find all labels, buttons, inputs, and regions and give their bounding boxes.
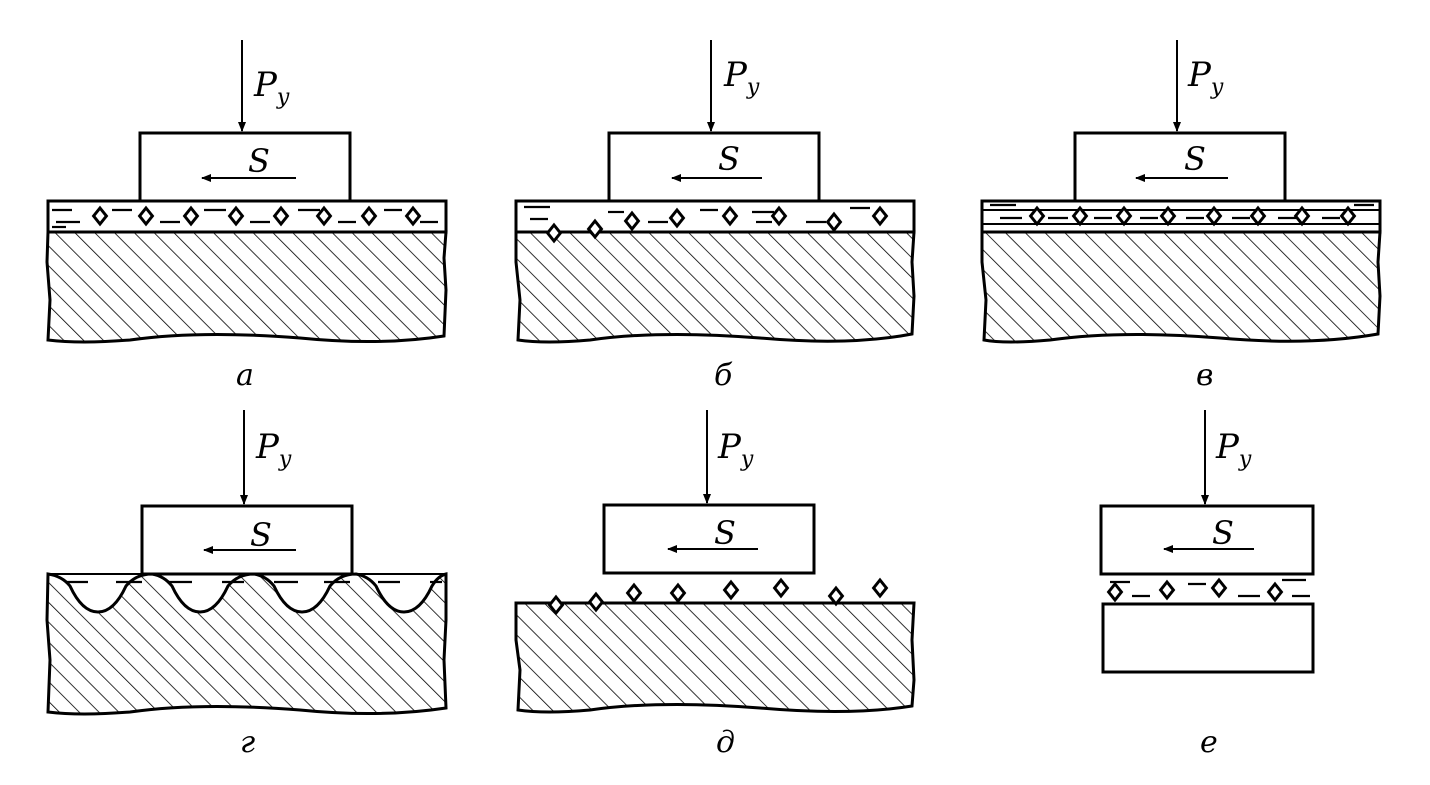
abrasive-grain — [770, 205, 788, 227]
abrasive-grain — [587, 591, 605, 613]
abrasive-grain — [625, 582, 643, 604]
abrasive-grain — [1249, 205, 1267, 227]
abrasive-grain — [227, 205, 245, 227]
abrasive-grain — [1205, 205, 1223, 227]
abrasive-grain — [545, 222, 563, 244]
abrasive-grain — [825, 211, 843, 233]
panel-a: Py S а — [45, 40, 448, 393]
feed-label: S — [250, 516, 272, 554]
panel-caption: в — [1196, 358, 1213, 393]
abrasive-grain — [1266, 581, 1284, 603]
abrasive-grain — [623, 210, 641, 232]
abrasive-grain — [1071, 205, 1089, 227]
force-label: Py — [1215, 427, 1252, 472]
abrasive-grain — [1028, 205, 1046, 227]
panel-caption: б — [714, 358, 733, 393]
panel-caption: е — [1200, 725, 1218, 760]
abrasive-grain — [668, 207, 686, 229]
abrasive-grain — [404, 205, 422, 227]
abrasive-film — [1101, 573, 1313, 598]
abrasive-grain — [1159, 205, 1177, 227]
abrasive-grain — [722, 579, 740, 601]
abrasive-grain — [1293, 205, 1311, 227]
abrasive-grain — [586, 218, 604, 240]
feed-label: S — [248, 142, 270, 180]
force-label: Py — [253, 65, 290, 110]
abrasive-grain — [360, 205, 378, 227]
abrasive-grain — [721, 205, 739, 227]
workpiece — [514, 230, 916, 344]
abrasive-grain — [1158, 579, 1176, 601]
workpiece — [514, 601, 916, 714]
abrasive-grain — [827, 585, 845, 607]
feed-label: S — [718, 140, 740, 178]
tool-block — [138, 131, 352, 203]
feed-label: S — [714, 514, 736, 552]
abrasive-grain — [871, 205, 889, 227]
feed-label: S — [1212, 514, 1234, 552]
abrasive-grain — [1210, 577, 1228, 599]
panel-caption: а — [236, 358, 254, 393]
abrasive-grain — [137, 205, 155, 227]
panel-b: Py S б — [514, 40, 916, 393]
abrasive-grain — [1106, 581, 1124, 603]
force-label: Py — [717, 427, 754, 472]
abrasive-grain — [182, 205, 200, 227]
tool-block — [140, 504, 354, 576]
tool-block — [1073, 131, 1287, 203]
force-label: Py — [723, 55, 760, 100]
panel-e: Py S е — [1099, 410, 1315, 760]
lower-block — [1101, 602, 1315, 674]
feed-label: S — [1184, 140, 1206, 178]
abrasive-film — [46, 199, 448, 234]
tool-block — [602, 503, 816, 575]
force-label: Py — [1187, 55, 1224, 100]
workpiece — [45, 230, 448, 344]
abrasive-grain — [1339, 205, 1357, 227]
tool-block — [607, 131, 821, 203]
abrasive-grain — [91, 205, 109, 227]
panel-g: Py S г — [45, 410, 448, 760]
panel-d: Py S д — [514, 410, 916, 760]
force-label: Py — [255, 427, 292, 472]
tool-block — [1099, 504, 1315, 576]
abrasive-film — [980, 199, 1382, 234]
abrasive-grain — [547, 594, 565, 616]
abrasive-grain — [669, 582, 687, 604]
abrasive-grain — [1115, 205, 1133, 227]
panel-caption: г — [240, 725, 255, 760]
panel-v: Py S в — [980, 40, 1382, 393]
abrasive-grain — [871, 577, 889, 599]
abrasive-grain — [315, 205, 333, 227]
abrasive-grain — [272, 205, 290, 227]
abrasive-film — [514, 199, 916, 234]
abrasive-grain — [772, 577, 790, 599]
workpiece — [980, 230, 1382, 344]
panel-caption: д — [716, 725, 735, 760]
workpiece — [45, 572, 448, 716]
